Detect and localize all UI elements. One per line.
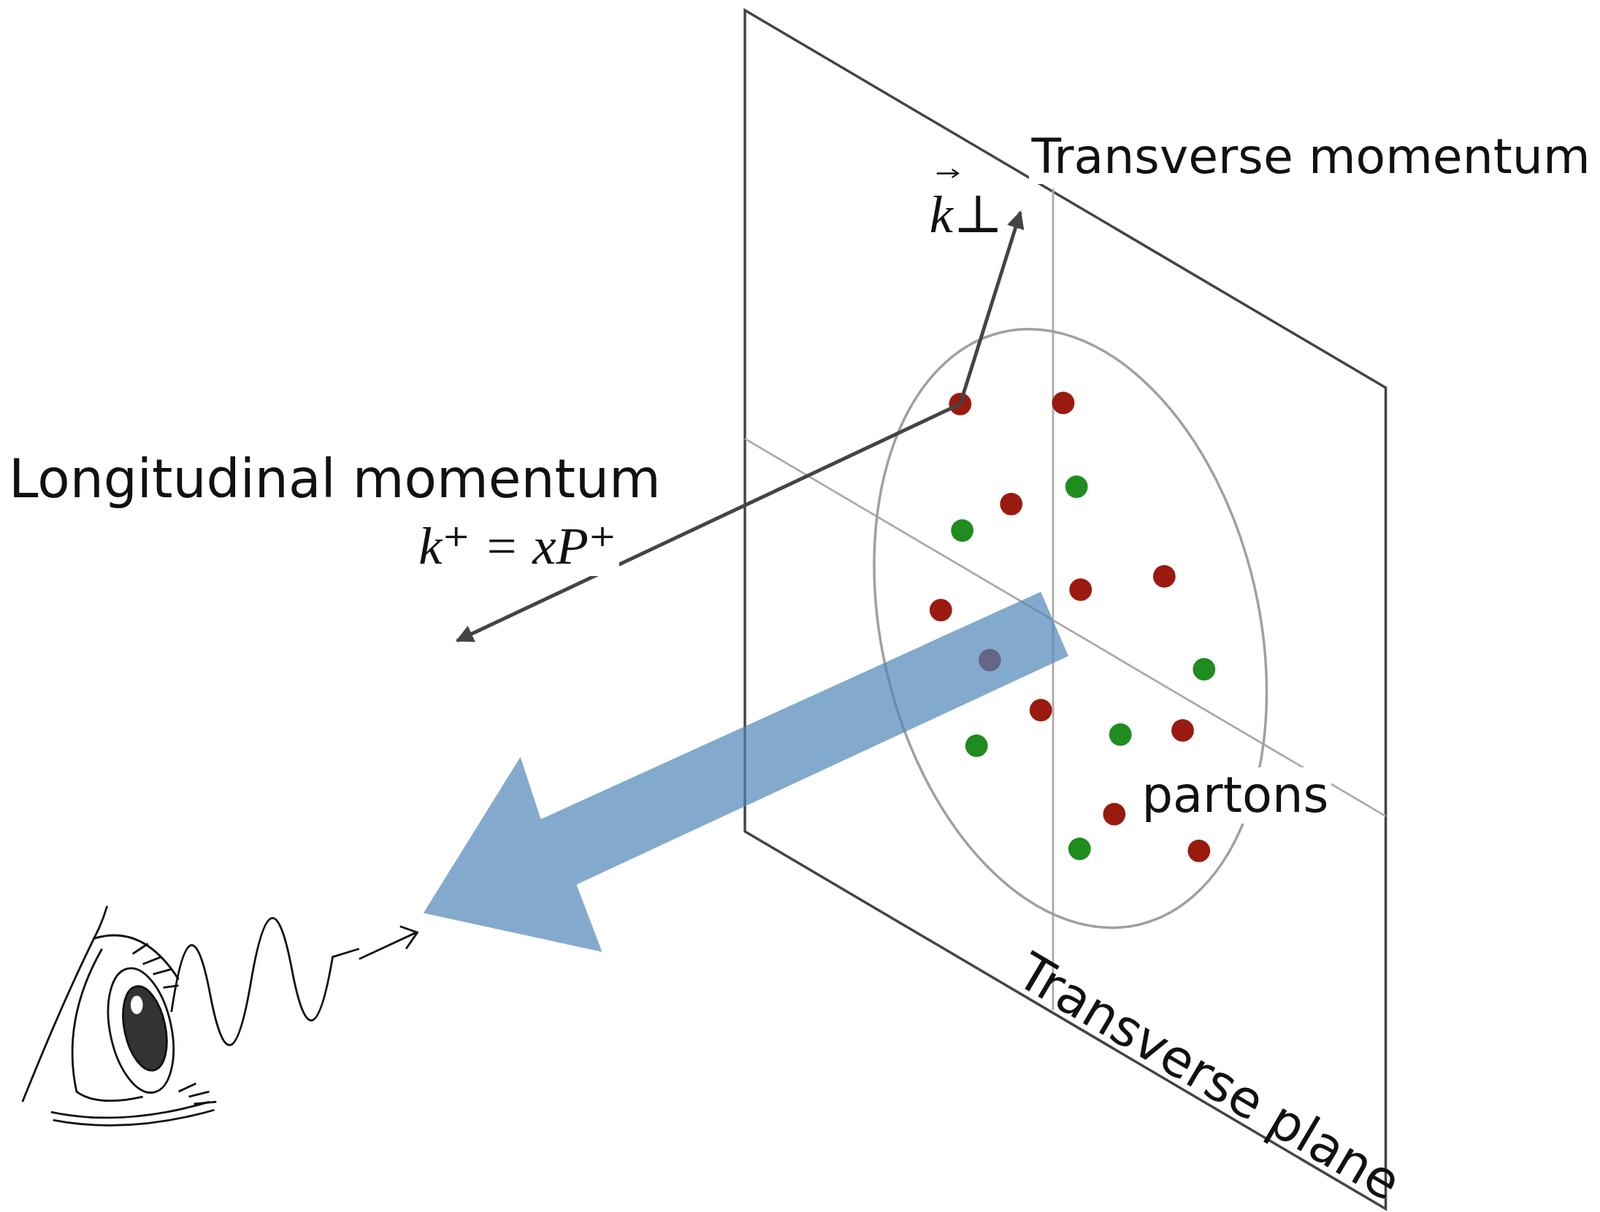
vector-accent — [936, 169, 959, 178]
parton-label: partons — [1138, 767, 1332, 824]
vertical-axis — [1052, 189, 1055, 1011]
photon-arrowhead — [400, 926, 418, 950]
hadron-outline — [817, 289, 1323, 968]
photon-wave — [171, 917, 360, 1046]
math-label: k⊥ — [926, 184, 1007, 246]
transverse-plane — [744, 10, 1387, 1210]
axis-label: Longitudinal momentum — [5, 449, 664, 511]
eye-drawing — [22, 906, 217, 1127]
plane-label: Transverse plane — [1004, 940, 1414, 1212]
probe-arrow — [423, 591, 1069, 952]
axis-label: Transverse momentum — [1028, 128, 1594, 185]
math-label: k⁺ = xP⁺ — [415, 515, 620, 577]
